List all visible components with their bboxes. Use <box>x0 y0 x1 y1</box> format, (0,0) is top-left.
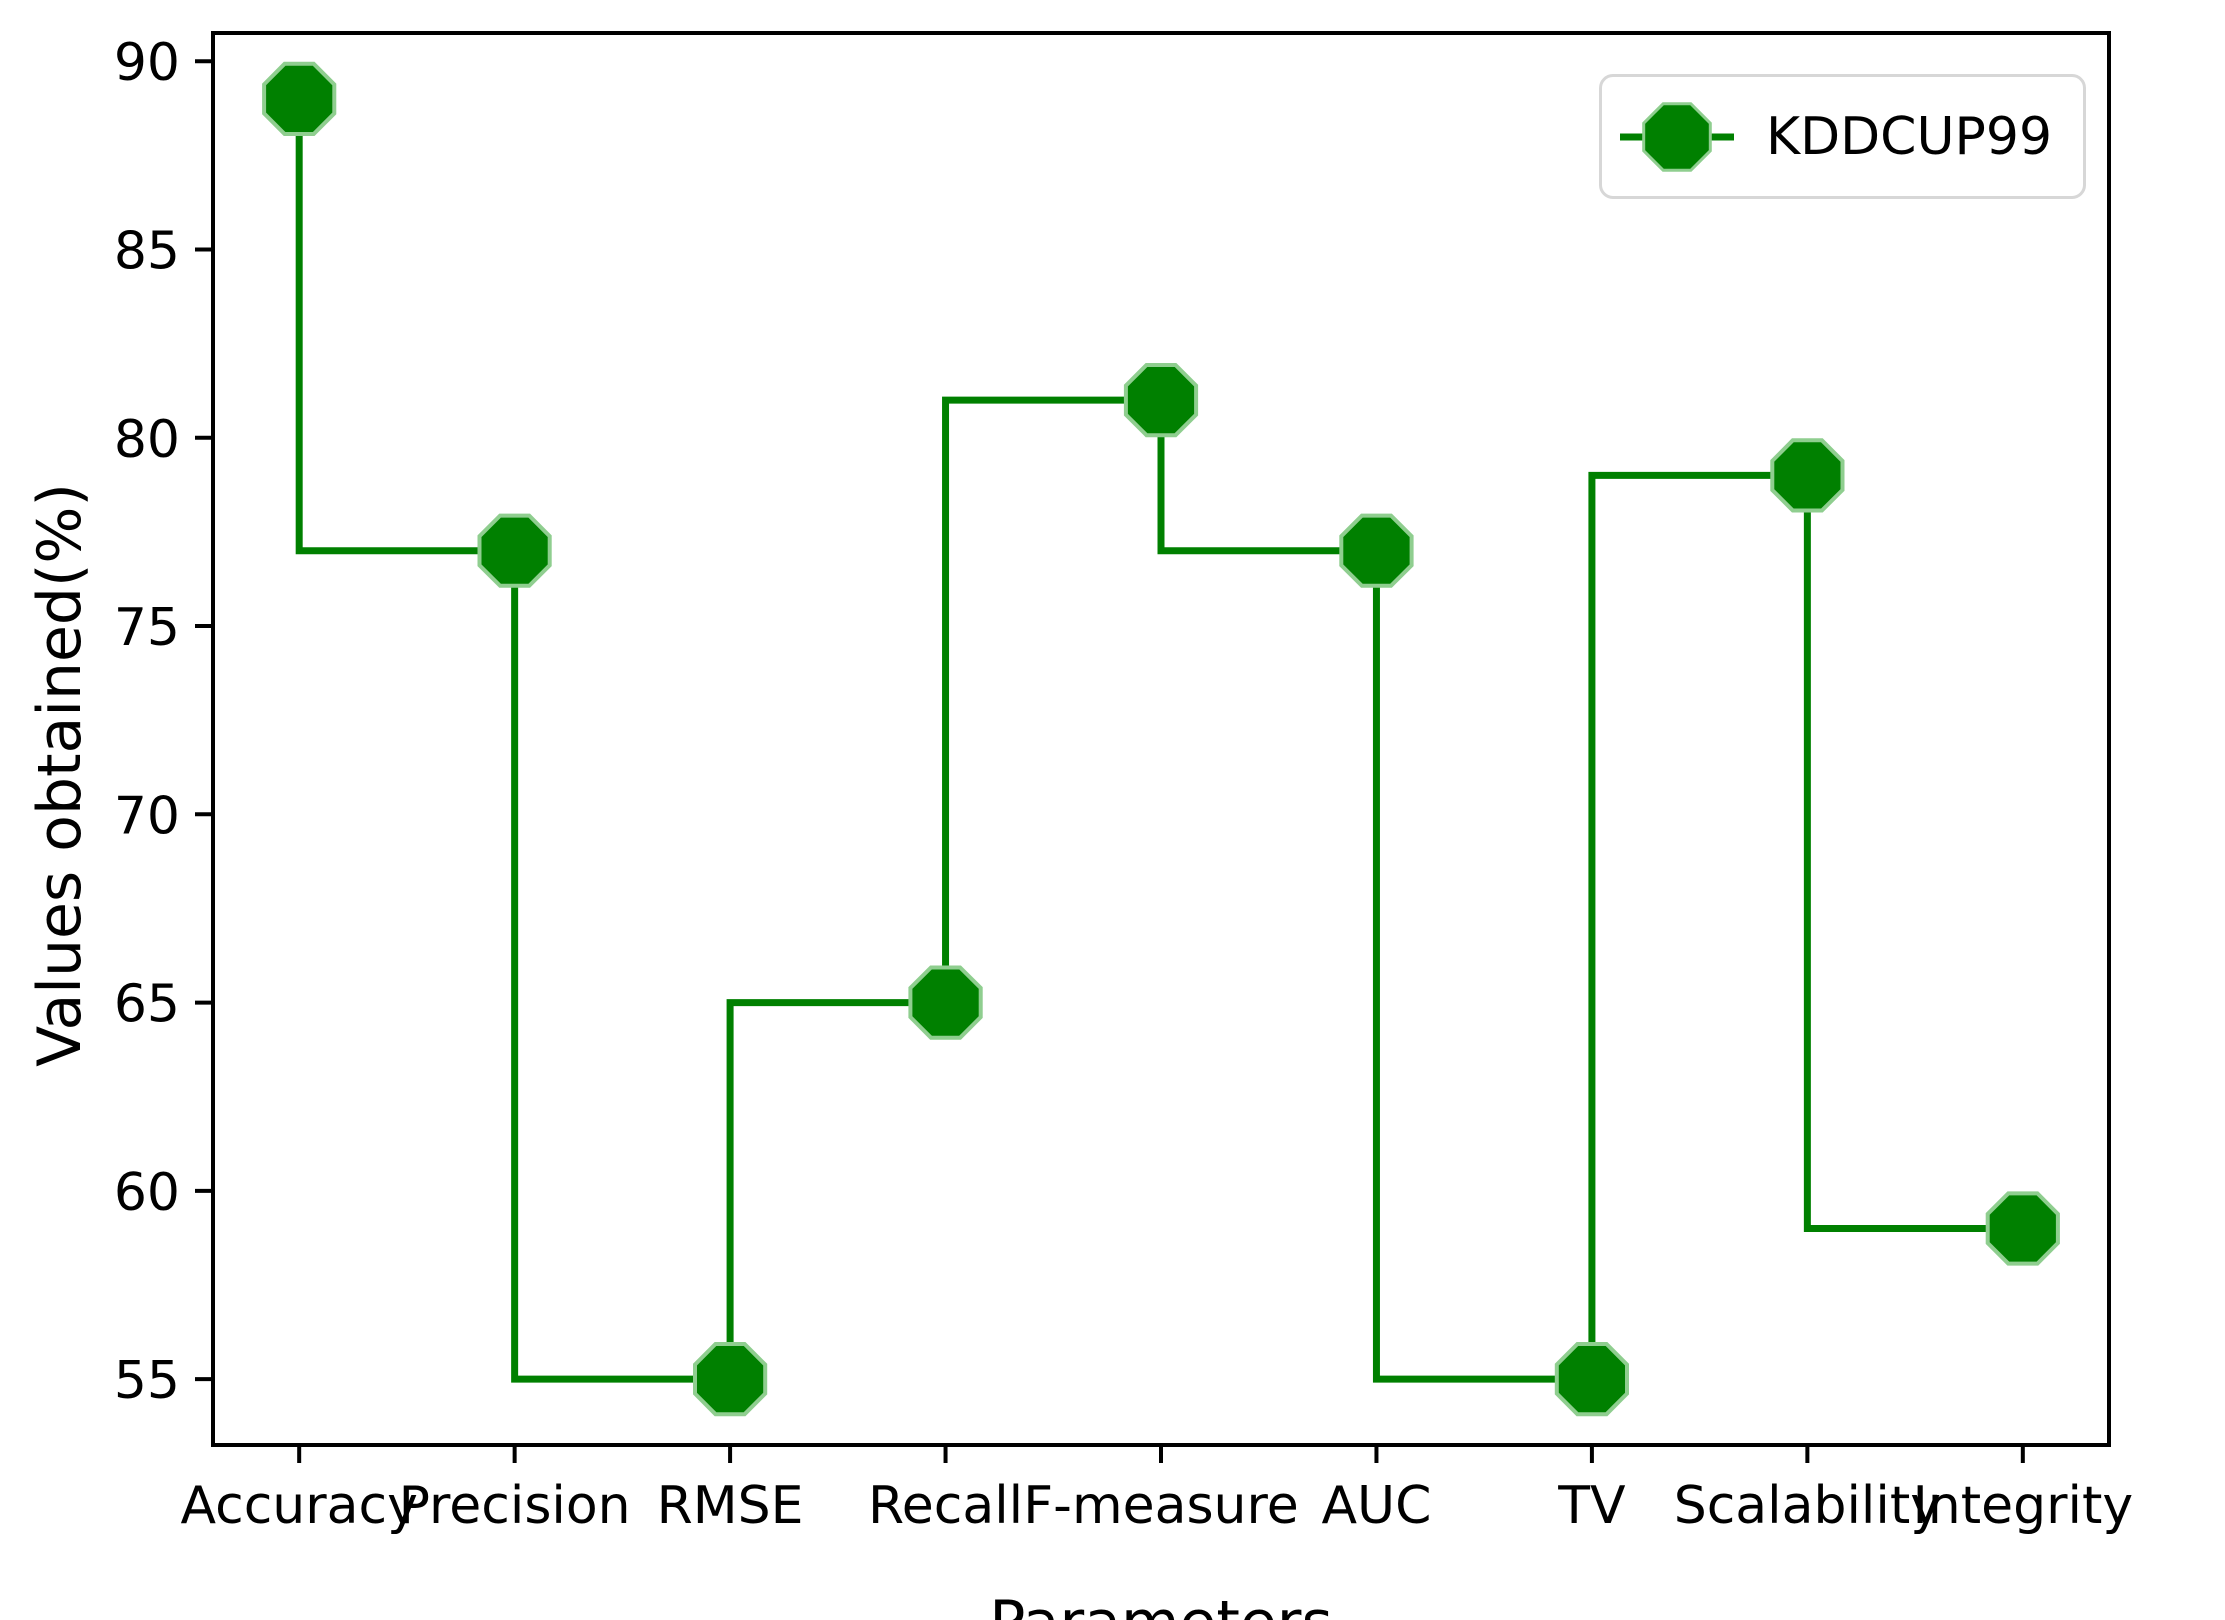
data-point-marker <box>262 61 337 136</box>
legend-marker-icon <box>1620 101 1734 172</box>
y-tick-label: 85 <box>114 222 180 282</box>
y-tick-label: 90 <box>114 33 180 93</box>
y-tick-label: 55 <box>114 1351 180 1411</box>
x-tick-label: TV <box>1557 1476 1626 1536</box>
data-point-marker <box>1123 363 1199 438</box>
data-point-marker <box>1554 1342 1629 1417</box>
x-tick-label: RMSE <box>657 1476 804 1536</box>
data-point-marker <box>1985 1191 2060 1266</box>
y-tick-label: 70 <box>114 786 180 846</box>
y-axis-label: Values obtained(%) <box>25 483 95 1067</box>
x-tick-label: Integrity <box>1912 1476 2133 1536</box>
plot-frame <box>211 31 2111 1447</box>
series-step-line <box>295 98 2023 1383</box>
data-point-marker <box>693 1342 768 1417</box>
y-tick-label: 60 <box>114 1163 180 1223</box>
data-point-marker <box>908 965 983 1040</box>
y-tick-label: 75 <box>114 598 180 658</box>
y-tick-label: 65 <box>114 975 180 1035</box>
legend-label: KDDCUP99 <box>1766 106 2053 167</box>
x-tick-label: Recall <box>868 1476 1023 1536</box>
x-tick-label: Precision <box>399 1476 631 1536</box>
x-tick-label: Scalability <box>1674 1476 1941 1536</box>
data-point-marker <box>477 513 552 588</box>
data-point-marker <box>1770 438 1845 513</box>
x-tick-label: F-measure <box>1023 1476 1298 1536</box>
x-axis-label: Parameters <box>989 1588 1332 1620</box>
x-tick-label: Accuracy <box>180 1476 417 1536</box>
legend: KDDCUP99 <box>1599 74 2086 199</box>
y-tick-label: 80 <box>114 410 180 470</box>
x-tick-label: AUC <box>1321 1476 1431 1536</box>
data-point-marker <box>1339 513 1414 588</box>
